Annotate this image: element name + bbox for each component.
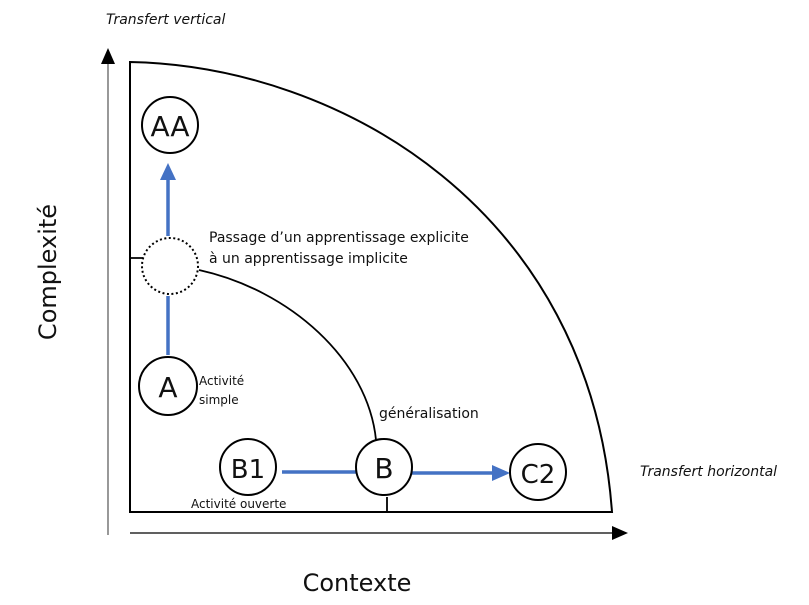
node-c2: C2 (509, 443, 567, 501)
svg-text:A: A (158, 371, 177, 404)
passage-annotation-line2: à un apprentissage implicite (209, 251, 408, 267)
arrow-up-icon (160, 163, 176, 180)
node-transition-dotted (141, 237, 199, 295)
arrow-right-icon (492, 465, 510, 481)
svg-text:C2: C2 (521, 460, 556, 490)
vertical-transfer-label: Transfert vertical (106, 12, 226, 28)
passage-annotation-line1: Passage d’un apprentissage explicite (209, 230, 469, 246)
svg-text:AA: AA (150, 110, 189, 143)
node-b1: B1 (219, 438, 277, 496)
activite-simple-line2: simple (199, 393, 239, 407)
node-b: B (355, 438, 413, 496)
activite-simple-line1: Activité (199, 374, 244, 388)
horizontal-axis-label: Contexte (303, 569, 412, 597)
activite-ouverte-label: Activité ouverte (191, 497, 286, 511)
vertical-axis-label: Complexité (34, 204, 62, 340)
horizontal-axis (130, 526, 628, 540)
svg-text:B1: B1 (231, 455, 265, 485)
vertical-axis (101, 48, 115, 535)
generalisation-label: généralisation (379, 406, 479, 422)
vertical-transfer-path (160, 163, 176, 355)
horizontal-transfer-label: Transfert horizontal (640, 464, 777, 480)
svg-text:B: B (374, 452, 393, 485)
outer-quarter-region (129, 60, 614, 513)
node-a: A (138, 356, 198, 416)
vertical-axis-arrowhead-icon (101, 48, 115, 64)
inner-quarter-region (130, 257, 388, 512)
node-aa: AA (141, 96, 199, 154)
horizontal-axis-arrowhead-icon (612, 526, 628, 540)
horizontal-transfer-path (282, 465, 510, 481)
